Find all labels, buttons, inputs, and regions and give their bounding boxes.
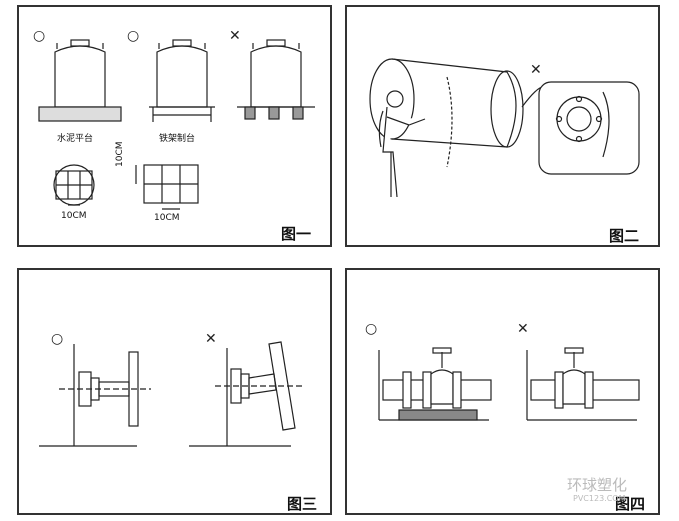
- dimension-label: 10CM: [154, 213, 180, 223]
- brand-watermark: 环球塑化: [567, 476, 628, 494]
- figure-3-panel: ○ ✕ 图三: [17, 268, 332, 515]
- ok-mark: ○: [33, 28, 46, 44]
- ok-mark: ○: [127, 28, 140, 44]
- figure-caption: 图三: [287, 495, 318, 513]
- dimension-label: 10CM: [61, 211, 87, 221]
- valve-support-diagram: [378, 347, 640, 421]
- bad-mark: ✕: [229, 28, 241, 44]
- tank-installation-diagram: [38, 39, 315, 210]
- figure-1-panel: ○ ○ ✕ 水泥平台 铁架制台 10CM 10CM 10CM 图一: [17, 5, 332, 247]
- figure-caption: 图二: [609, 227, 640, 245]
- bad-mark: ✕: [205, 331, 217, 347]
- concrete-platform-label: 水泥平台: [57, 134, 94, 144]
- bad-mark: ✕: [530, 62, 542, 78]
- ok-mark: ○: [51, 331, 64, 347]
- figure-caption: 图一: [281, 225, 312, 243]
- flange-alignment-diagram: [39, 341, 303, 447]
- figure-2-panel: ✕ 图二: [345, 5, 660, 247]
- tank-handling-diagram: [369, 58, 640, 198]
- ok-mark: ○: [365, 321, 378, 337]
- figure-caption: 图四: [615, 495, 646, 513]
- dimension-label: 10CM: [115, 141, 125, 167]
- figure-4-panel: ○ ✕ 图四 环球塑化 PVC123.COM: [345, 268, 660, 515]
- site-watermark: PVC123.COM: [573, 494, 626, 503]
- steel-stand-label: 铁架制台: [159, 134, 196, 144]
- bad-mark: ✕: [517, 321, 529, 337]
